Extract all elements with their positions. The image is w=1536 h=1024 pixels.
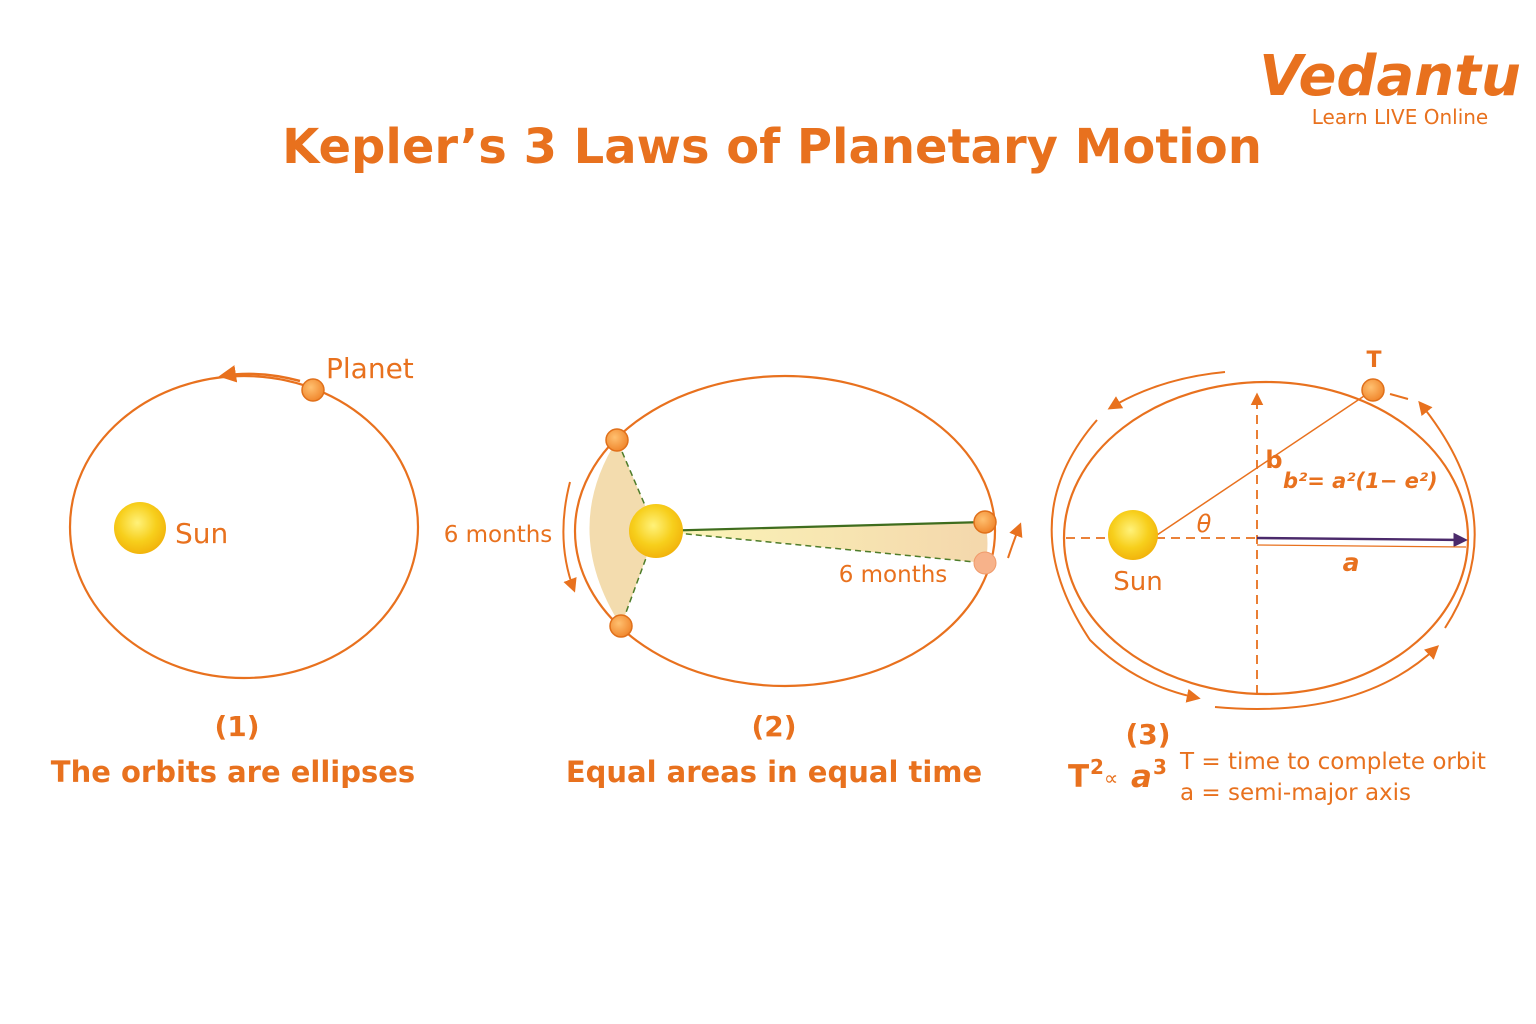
law3-radius-line — [1156, 389, 1374, 536]
law3-t-label: T — [1366, 348, 1381, 373]
law1-number: (1) — [214, 710, 259, 743]
law3-relation-prop: ∝ — [1104, 766, 1118, 790]
law2-diagram: 6 months 6 months (2) Equal areas in equ… — [444, 374, 1023, 789]
law2-radius-lower — [620, 530, 657, 627]
law2-planet-upper — [605, 428, 629, 452]
law2-left-months: 6 months — [444, 522, 553, 548]
law3-a-label: a — [1343, 548, 1360, 577]
law3-legend-T: T = time to complete orbit — [1179, 749, 1486, 775]
law2-left-arrow — [562, 481, 577, 593]
law1-direction-arrow — [218, 365, 301, 383]
law1-sun-label: Sun — [175, 517, 228, 550]
law2-radius-upper — [616, 439, 657, 532]
law3-outer-arc-bottom — [1214, 645, 1440, 710]
law3-outer-arc-left — [1050, 419, 1201, 703]
law2-right-sector — [656, 522, 988, 563]
law2-planet-right-bottom — [973, 551, 997, 575]
law1-diagram: Planet Sun (1) The orbits are ellipses — [51, 352, 420, 789]
law2-right-arrow — [1007, 522, 1023, 559]
law1-planet — [301, 378, 325, 402]
law1-sun — [114, 502, 166, 554]
law1-orbit — [68, 374, 420, 680]
law1-planet-label: Planet — [326, 352, 414, 385]
law2-caption: Equal areas in equal time — [566, 755, 982, 789]
law2-radius-right-bottom — [655, 530, 986, 564]
law2-sun — [629, 504, 683, 558]
law3-relation-T: T — [1068, 759, 1089, 795]
law3-number: (3) — [1125, 718, 1170, 751]
vedantu-logo: Vedantu Learn LIVE Online — [1259, 44, 1521, 129]
law3-theta: θ — [1197, 510, 1212, 538]
law3-outer-arc-right — [1418, 400, 1476, 629]
law2-right-months: 6 months — [839, 562, 948, 588]
law2-planet-right-top — [973, 510, 997, 534]
law1-caption: The orbits are ellipses — [51, 755, 415, 789]
law3-b-label: b — [1265, 446, 1282, 474]
logo-tagline: Learn LIVE Online — [1312, 105, 1488, 129]
law2-number: (2) — [751, 710, 796, 743]
law3-orbit — [1062, 380, 1470, 696]
law3-planet — [1361, 378, 1385, 402]
law2-planet-lower — [609, 614, 633, 638]
law3-formula-b: b²= a²(1− e²) — [1283, 469, 1438, 493]
law3-relation-a: a — [1131, 759, 1152, 795]
law3-outer-arc-topleft — [1107, 371, 1226, 410]
law3-relation: T 2 ∝ a 3 — [1068, 755, 1167, 795]
page-title: Kepler’s 3 Laws of Planetary Motion — [282, 119, 1262, 175]
law3-relation-sup2: 2 — [1090, 755, 1104, 779]
law3-a-underline — [1256, 544, 1467, 548]
law3-diagram: T b b²= a²(1− e²) θ a Sun (3) T 2 ∝ a 3 … — [1050, 348, 1486, 806]
logo-brand: Vedantu — [1259, 44, 1521, 109]
law3-sun — [1108, 510, 1158, 560]
law3-legend-a: a = semi-major axis — [1180, 780, 1411, 806]
law3-semi-major-arrow — [1256, 532, 1468, 548]
law3-relation-sup3: 3 — [1153, 755, 1167, 779]
law3-outer-arc-top-short — [1389, 393, 1409, 400]
law2-radius-right-top — [655, 520, 986, 533]
law2-orbit — [573, 374, 997, 688]
law2-left-sector — [589, 440, 656, 626]
law3-sun-label: Sun — [1113, 567, 1162, 597]
